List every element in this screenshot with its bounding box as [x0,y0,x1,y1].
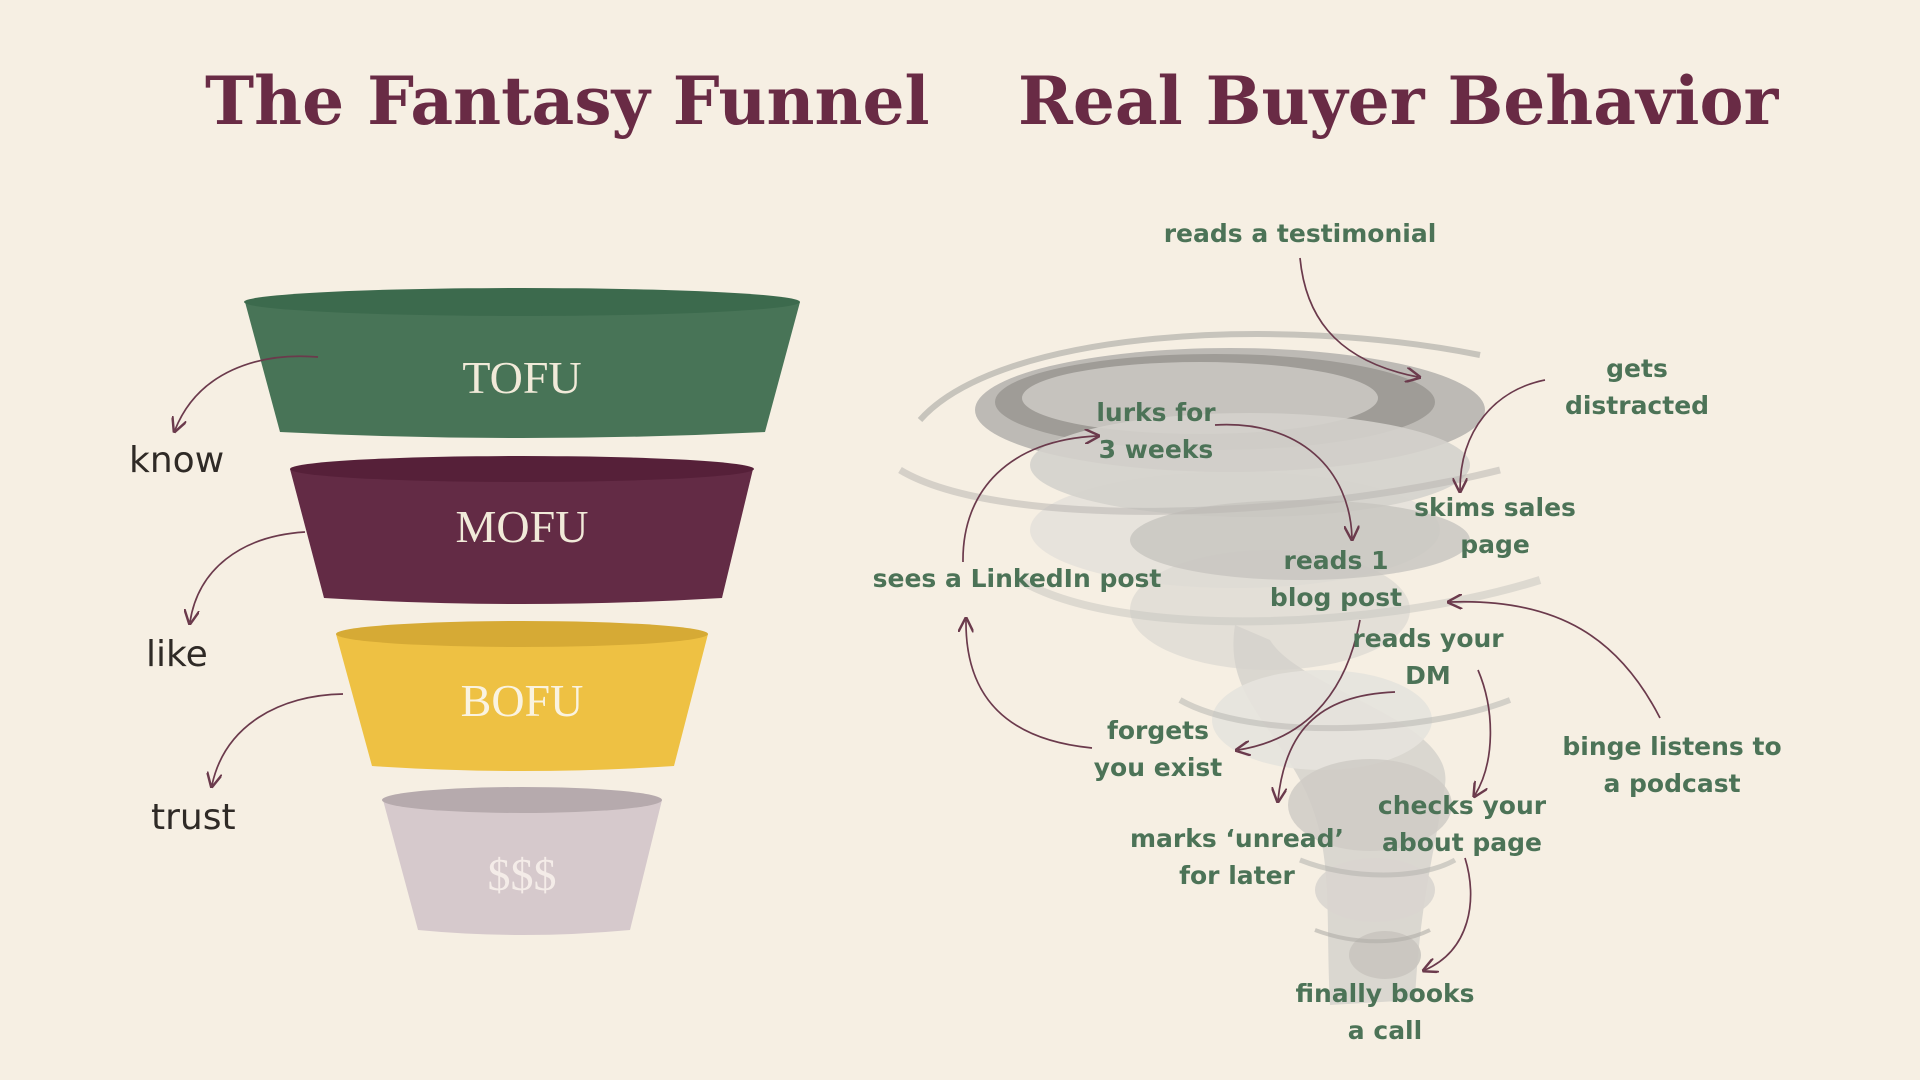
funnel-label-tofu: TOFU [462,352,581,403]
note-gets-distracted: gets distracted [1565,350,1709,424]
note-forgets-you-exist: forgets you exist [1094,712,1222,786]
funnel-rim-bofu [336,621,708,647]
note-blog-line-2: blog post [1270,579,1402,616]
note-lurks-line-1: lurks for [1096,394,1215,431]
note-reads-blog-post: reads 1 blog post [1270,542,1402,616]
side-label-know: know [129,440,224,481]
note-forgets-line-1: forgets [1094,712,1222,749]
note-sees-linkedin-post: sees a LinkedIn post [873,560,1162,597]
note-lurks-for-3-weeks: lurks for 3 weeks [1096,394,1215,468]
note-marks-unread: marks ‘unread’ for later [1130,820,1344,894]
funnel-label-bofu: BOFU [461,675,584,726]
note-blog-line-1: reads 1 [1270,542,1402,579]
note-reads-testimonial: reads a testimonial [1164,215,1437,252]
funnel-rim-mofu [290,456,754,482]
funnel-rim-tofu [244,288,800,316]
note-dm-line-1: reads your [1352,620,1503,657]
note-forgets-line-2: you exist [1094,749,1222,786]
note-books-line-1: finally books [1295,975,1474,1012]
note-skims-line-2: page [1414,526,1576,563]
note-gets-distracted-line-2: distracted [1565,387,1709,424]
funnel-stage-money: $$$ [382,787,662,935]
funnel-stage-mofu: MOFU [290,456,754,604]
note-skims-sales-page: skims sales page [1414,489,1576,563]
arrow-mofu-to-like [190,532,305,622]
note-unread-line-2: for later [1130,857,1344,894]
note-podcast-line-1: binge listens to [1562,728,1781,765]
note-finally-books-call: finally books a call [1295,975,1474,1049]
note-podcast-line-2: a podcast [1562,765,1781,802]
note-unread-line-1: marks ‘unread’ [1130,820,1344,857]
note-lurks-line-2: 3 weeks [1096,431,1215,468]
funnel-label-mofu: MOFU [456,501,589,552]
note-gets-distracted-line-1: gets [1565,350,1709,387]
funnel-rim-money [382,787,662,813]
side-label-like: like [146,634,208,675]
arrow-bofu-to-trust [212,694,343,785]
note-about-line-1: checks your [1378,787,1546,824]
note-reads-your-dm: reads your DM [1352,620,1503,694]
funnel-stage-tofu: TOFU [244,288,800,438]
note-skims-line-1: skims sales [1414,489,1576,526]
arrow-about-to-books [1425,858,1471,970]
note-linkedin-line: sees a LinkedIn post [873,560,1162,597]
note-about-line-2: about page [1378,824,1546,861]
side-label-trust: trust [151,797,236,838]
note-reads-testimonial-line: reads a testimonial [1164,215,1437,252]
funnel-label-money: $$$ [488,849,557,900]
note-dm-line-2: DM [1352,657,1503,694]
note-binge-listens-podcast: binge listens to a podcast [1562,728,1781,802]
arrow-forgets-to-linkedin [966,620,1092,748]
funnel-stage-bofu: BOFU [336,621,708,771]
note-books-line-2: a call [1295,1012,1474,1049]
note-checks-about-page: checks your about page [1378,787,1546,861]
